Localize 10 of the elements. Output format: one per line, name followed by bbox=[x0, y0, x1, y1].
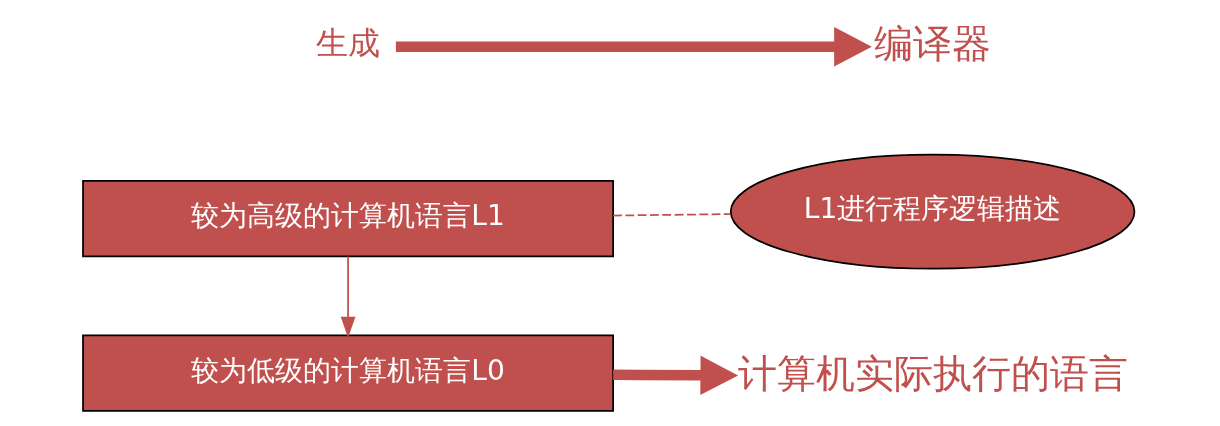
node-ellipse: L1进行程序逻辑描述 bbox=[729, 153, 1135, 270]
node-text: 编译器 bbox=[873, 20, 991, 66]
node-box: 较为高级的计算机语言L1 bbox=[81, 180, 614, 258]
node-text: 生成 bbox=[315, 25, 380, 62]
node-box: 较为低级的计算机语言L0 bbox=[81, 334, 614, 412]
arrow bbox=[340, 255, 355, 338]
arrow bbox=[395, 26, 872, 67]
arrow bbox=[612, 355, 738, 396]
connector bbox=[611, 213, 731, 217]
node-text: 计算机实际执行的语言 bbox=[737, 350, 1128, 396]
